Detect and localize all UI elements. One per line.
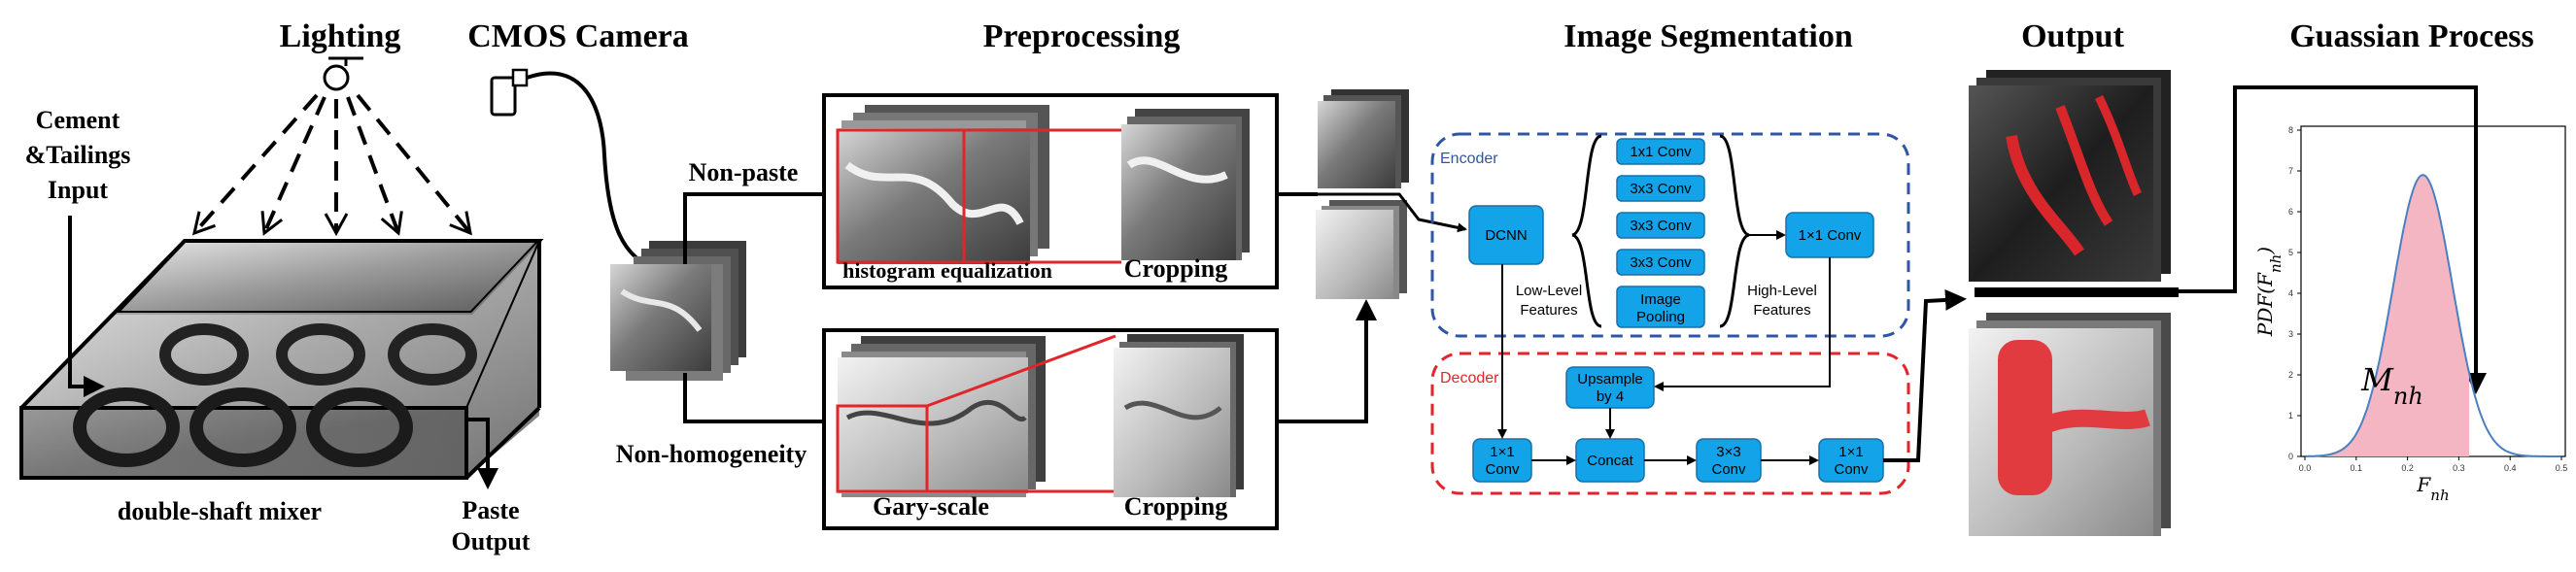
y-tick-label: 4 [2288, 288, 2293, 298]
branch-non-paste: Non-paste [689, 158, 799, 186]
output-divider [1975, 287, 2179, 297]
label-hist-eq: histogram equalization [842, 258, 1052, 283]
title-gaussian-process: Guassian Process [2289, 18, 2534, 54]
title-output: Output [2021, 18, 2124, 54]
lamp-icon [323, 56, 363, 91]
conv-3x3-a-label: 3x3 Conv [1630, 181, 1692, 197]
y-tick-label: 3 [2288, 329, 2293, 339]
conv-3x3-a-block [1616, 175, 1705, 202]
dec-conv3-line2: Conv [1711, 461, 1746, 478]
connector-to-dcnn [1279, 192, 1467, 233]
light-rays [191, 93, 472, 237]
connector-to-gp [2179, 85, 2487, 394]
dcnn-label: DCNN [1485, 227, 1527, 244]
crop-top-stack [1121, 109, 1250, 260]
high-level-line1: High-Level [1747, 283, 1817, 299]
y-tick-label: 7 [2288, 166, 2293, 176]
dec-conv3-line1: 3×3 [1716, 444, 1740, 460]
label-crop-top: Cropping [1124, 254, 1227, 283]
title-segmentation: Image Segmentation [1563, 18, 1853, 54]
pdf-curve [2305, 174, 2561, 457]
x-tick-label: 0.1 [2351, 463, 2363, 473]
mixer-output-line1: Paste [462, 496, 519, 524]
preprocess-top-box [822, 93, 1279, 289]
shaded-area [2305, 175, 2469, 456]
x-tick-label: 0.5 [2556, 463, 2568, 473]
encoder-label: Encoder [1440, 151, 1498, 167]
dec-conv4-line2: Conv [1834, 461, 1869, 478]
network-arrows [1497, 257, 1831, 465]
y-tick-label: 6 [2288, 207, 2293, 217]
upsample-line2: by 4 [1597, 388, 1624, 405]
small-dark-stack [1318, 89, 1409, 188]
y-tick-label: 0 [2288, 452, 2293, 461]
image-pooling-line1: Image [1640, 291, 1681, 308]
conv-1x1-label: 1x1 Conv [1630, 144, 1692, 160]
image-pooling-block [1616, 286, 1705, 328]
y-tick-label: 1 [2288, 411, 2293, 421]
branch-non-homogeneity: Non-homogeneity [616, 440, 807, 468]
preprocess-bottom-box [822, 328, 1279, 530]
low-level-line1: Low-Level [1516, 283, 1582, 299]
conv-3x3-c-block [1616, 249, 1705, 276]
small-light-stack [1316, 200, 1407, 299]
branch-connector [683, 192, 824, 264]
encoder-region [1430, 132, 1910, 338]
raw-image-stack [610, 241, 746, 381]
conv-3x3-b-label: 3x3 Conv [1630, 218, 1692, 234]
grayscale-stack [836, 334, 1116, 497]
output-arrow [466, 418, 498, 489]
dec-conv4-line1: 1×1 [1838, 444, 1863, 460]
mixer-input-line1: Cement [36, 106, 120, 134]
output-bottom-stack [1969, 313, 2171, 536]
dec-conv1-line1: 1×1 [1490, 444, 1514, 460]
x-tick-label: 0.0 [2299, 463, 2312, 473]
mixer [19, 239, 544, 480]
connector-to-output [1883, 288, 1967, 462]
decoder-label: Decoder [1440, 370, 1499, 387]
branch-connector-bottom [683, 373, 824, 423]
chart-xlabel: Fnh [2416, 473, 2449, 504]
conv-3x3-c-label: 3x3 Conv [1630, 254, 1692, 271]
dcnn-block [1468, 205, 1544, 265]
camera-cable [526, 71, 662, 272]
decoder-region [1430, 352, 1910, 495]
conv-1x1-block [1616, 138, 1705, 165]
y-tick-label: 2 [2288, 370, 2293, 380]
concat-label: Concat [1587, 453, 1633, 469]
y-tick-label: 8 [2288, 125, 2293, 135]
hist-eq-stack [836, 105, 1121, 264]
camera-icon [490, 68, 529, 117]
encoder-brace-right [1719, 134, 1750, 328]
conv-3x3-b-block [1616, 212, 1705, 239]
y-tick-label: 5 [2288, 248, 2293, 257]
x-tick-label: 0.2 [2401, 463, 2414, 473]
encoder-brace [1571, 134, 1602, 328]
high-level-line2: Features [1753, 302, 1810, 319]
mixer-input-line3: Input [48, 176, 108, 204]
x-tick-label: 0.3 [2453, 463, 2465, 473]
label-grayscale: Gary-scale [873, 492, 989, 521]
mixer-input-line2: &Tailings [25, 141, 131, 169]
upsample-line1: Upsample [1577, 371, 1643, 387]
title-camera: CMOS Camera [467, 18, 689, 54]
crop-bottom-stack [1114, 334, 1244, 497]
x-tick-label: 0.4 [2504, 463, 2517, 473]
low-level-line2: Features [1520, 302, 1577, 319]
dec-conv1-line2: Conv [1485, 461, 1520, 478]
output-top-stack [1969, 70, 2171, 282]
label-crop-bottom: Cropping [1124, 492, 1227, 521]
connector-bottom-out [1277, 299, 1377, 423]
input-arrow [68, 216, 105, 397]
mixer-label: double-shaft mixer [118, 497, 322, 525]
image-pooling-line2: Pooling [1636, 309, 1685, 325]
title-lighting: Lighting [280, 18, 401, 54]
enc-out-label: 1×1 Conv [1799, 227, 1862, 244]
chart-ylabel: PDF(Fnh) [2253, 247, 2284, 337]
mixer-output-line2: Output [452, 527, 531, 555]
title-preprocessing: Preprocessing [983, 18, 1181, 54]
axis-ticks: 0.0 0.1 0.2 0.3 0.4 0.5 0 1 2 3 4 5 6 7 8 [2288, 125, 2567, 473]
